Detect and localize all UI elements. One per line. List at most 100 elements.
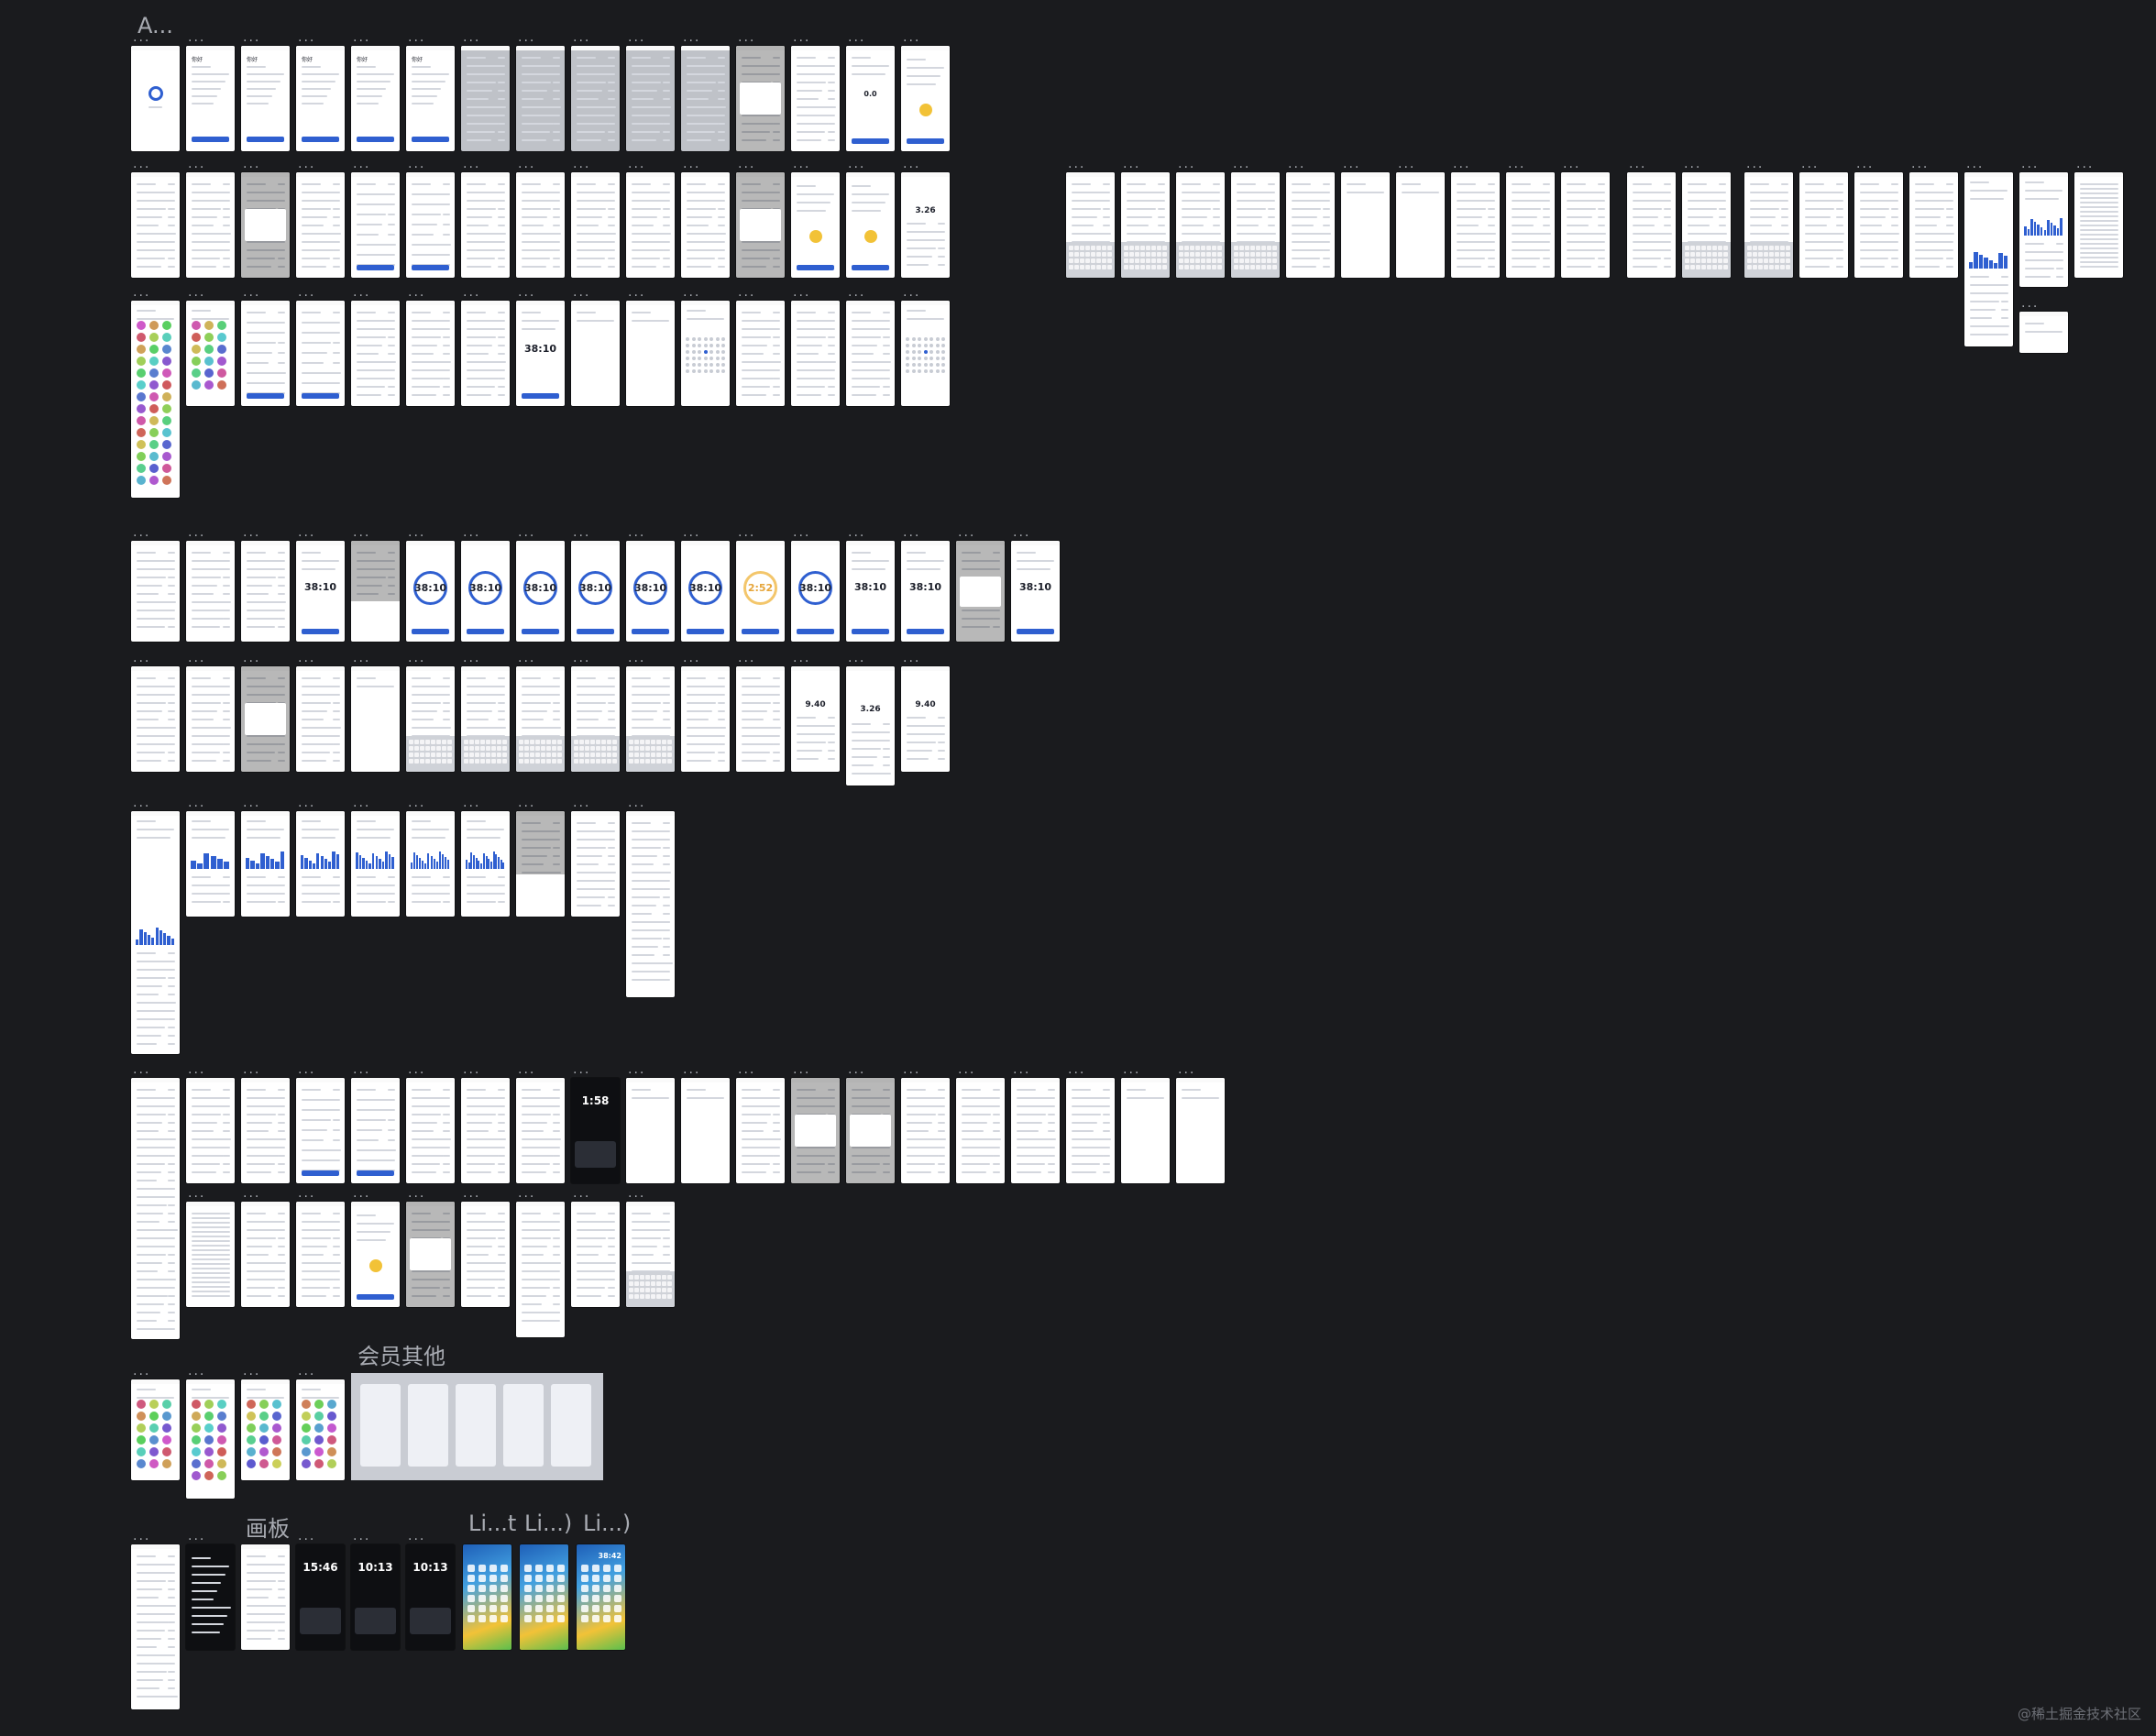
screen-frame[interactable] [1286,172,1335,278]
frame-label[interactable]: ... [1068,157,1086,171]
screen-frame[interactable]: 38:42 [577,1544,625,1650]
frame-label[interactable]: ... [628,285,646,300]
frame-label[interactable]: ... [463,525,481,540]
frame-label[interactable]: ... [738,30,756,45]
frame-label[interactable]: ... [133,285,151,300]
screen-frame[interactable] [516,46,565,151]
screen-frame[interactable]: 38:10 [571,541,620,642]
screen-frame[interactable] [901,46,950,151]
frame-label[interactable]: ... [463,30,481,45]
screen-frame[interactable] [131,1078,180,1339]
frame-label[interactable]: ... [1178,157,1196,171]
screen-frame[interactable] [520,1544,568,1650]
frame-label[interactable]: ... [188,525,206,540]
frame-label[interactable]: ... [793,285,811,300]
screen-frame[interactable] [461,1078,510,1183]
screen-frame[interactable] [736,301,785,406]
frame-label[interactable]: ... [628,651,646,665]
frame-label[interactable]: ... [903,157,921,171]
frame-label[interactable]: ... [133,525,151,540]
frame-label[interactable]: ... [1746,157,1765,171]
frame-label[interactable]: ... [188,1364,206,1379]
screen-frame[interactable] [1066,172,1115,278]
frame-label[interactable]: ... [1233,157,1251,171]
frame-label[interactable]: ... [1508,157,1526,171]
frame-label[interactable]: ... [573,285,591,300]
frame-label[interactable]: ... [958,1062,976,1077]
screen-frame[interactable] [296,666,345,772]
section-label-li-2[interactable]: Li...) [524,1511,573,1536]
frame-label[interactable]: ... [408,796,426,810]
screen-frame[interactable] [901,301,950,406]
screen-frame[interactable] [626,1202,675,1307]
screen-frame[interactable] [626,46,675,151]
screen-frame[interactable] [296,301,345,406]
screen-frame[interactable] [186,1379,235,1499]
screen-frame[interactable] [131,666,180,772]
screen-frame[interactable] [461,46,510,151]
screen-frame[interactable] [461,811,510,917]
frame-label[interactable]: ... [1013,1062,1031,1077]
frame-label[interactable]: ... [518,285,536,300]
screen-frame[interactable] [2019,312,2068,353]
frame-label[interactable]: ... [188,285,206,300]
screen-frame[interactable] [131,301,180,498]
screen-frame[interactable] [1964,172,2013,346]
frame-label[interactable]: ... [353,796,371,810]
frame-label[interactable]: ... [243,1186,261,1201]
frame-label[interactable]: ... [683,525,701,540]
frame-label[interactable]: ... [188,1062,206,1077]
screen-frame[interactable]: 1:58 [571,1078,620,1183]
screen-frame[interactable] [406,301,455,406]
screen-frame[interactable] [351,1202,400,1307]
frame-label[interactable]: ... [903,1062,921,1077]
frame-label[interactable]: ... [353,285,371,300]
screen-frame[interactable] [571,666,620,772]
frame-label[interactable]: ... [408,285,426,300]
screen-frame[interactable] [846,301,895,406]
frame-label[interactable]: ... [463,157,481,171]
frame-label[interactable]: ... [188,157,206,171]
screen-frame[interactable] [681,172,730,278]
screen-frame[interactable] [241,541,290,642]
screen-frame[interactable] [626,301,675,406]
frame-label[interactable]: ... [408,1529,426,1544]
frame-label[interactable]: ... [793,157,811,171]
frame-label[interactable]: ... [133,1364,151,1379]
screen-frame[interactable] [1451,172,1500,278]
frame-label[interactable]: ... [243,1062,261,1077]
frame-label[interactable]: ... [298,1062,316,1077]
frame-label[interactable]: ... [243,796,261,810]
screen-frame[interactable] [901,1078,950,1183]
frame-label[interactable]: ... [738,1062,756,1077]
screen-frame[interactable] [241,1202,290,1307]
screen-frame[interactable] [186,541,235,642]
frame-label[interactable]: ... [903,30,921,45]
screen-frame[interactable] [1854,172,1903,278]
screen-frame[interactable]: 38:10 [406,541,455,642]
frame-label[interactable]: ... [848,285,866,300]
screen-frame[interactable] [516,1078,565,1183]
frame-label[interactable]: ... [408,651,426,665]
screen-frame[interactable] [241,666,290,772]
screen-frame[interactable] [131,172,180,278]
frame-label[interactable]: ... [683,1062,701,1077]
screen-frame[interactable] [516,172,565,278]
screen-frame[interactable] [626,172,675,278]
frame-label[interactable]: ... [133,796,151,810]
frame-label[interactable]: ... [133,1529,151,1544]
screen-frame[interactable] [351,666,400,772]
screen-frame[interactable]: 2:52 [736,541,785,642]
frame-label[interactable]: ... [793,651,811,665]
frame-label[interactable]: ... [188,30,206,45]
frame-label[interactable]: ... [958,525,976,540]
section-label-li-3[interactable]: Li...) [583,1511,632,1536]
screen-frame[interactable] [131,46,180,151]
screen-frame[interactable] [186,1078,235,1183]
screen-frame[interactable]: 你好 [296,46,345,151]
frame-label[interactable]: ... [463,1062,481,1077]
section-label-li-1[interactable]: Li...t [468,1511,517,1536]
frame-label[interactable]: ... [408,1186,426,1201]
screen-frame[interactable]: 10:13 [406,1544,455,1650]
frame-label[interactable]: ... [353,525,371,540]
